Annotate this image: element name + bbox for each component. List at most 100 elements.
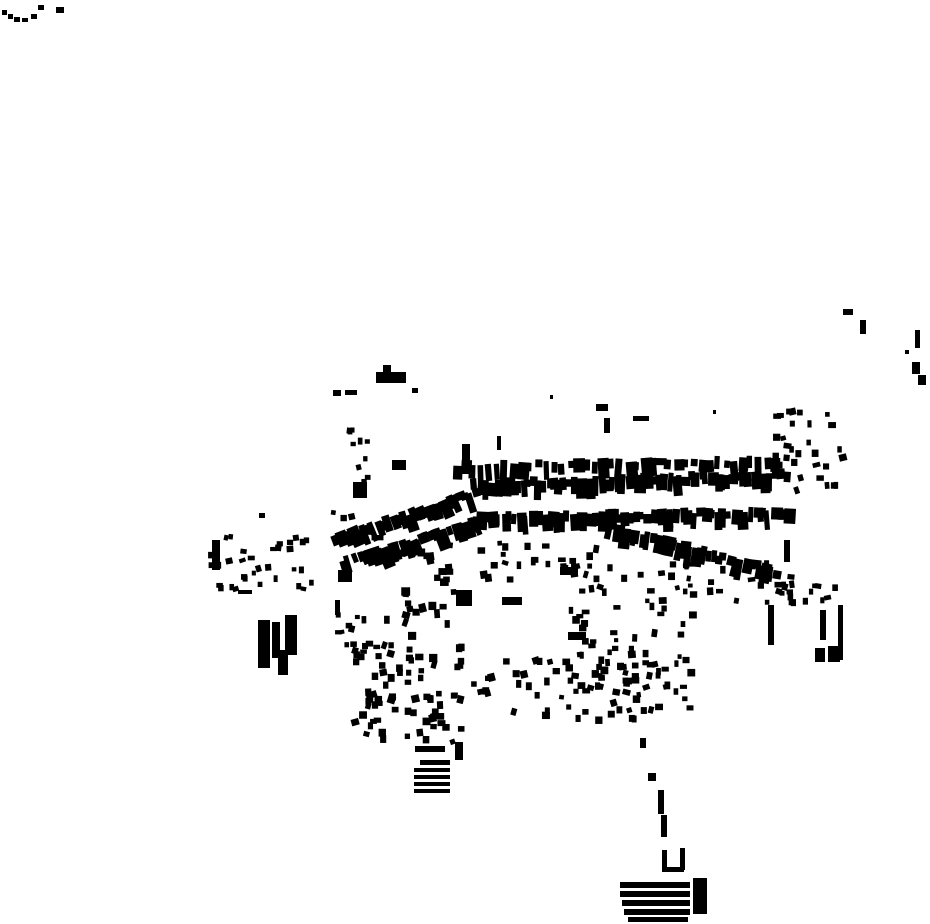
- building: [825, 412, 830, 417]
- building: [270, 546, 277, 552]
- building: [757, 582, 764, 589]
- building: [628, 645, 634, 652]
- building: [484, 573, 493, 583]
- building: [462, 444, 470, 474]
- building: [783, 508, 797, 525]
- building: [823, 594, 832, 601]
- building: [575, 714, 581, 722]
- building: [208, 551, 213, 559]
- building: [539, 480, 547, 493]
- building: [497, 436, 501, 450]
- building: [455, 644, 463, 653]
- building: [621, 574, 628, 582]
- building: [14, 17, 20, 22]
- building: [592, 475, 599, 496]
- building: [376, 534, 384, 541]
- building: [38, 5, 44, 10]
- building: [350, 552, 359, 564]
- building: [664, 867, 684, 872]
- building: [651, 628, 658, 638]
- building: [501, 559, 509, 566]
- building: [286, 545, 294, 553]
- building: [562, 658, 571, 666]
- building: [448, 493, 463, 514]
- building: [464, 492, 478, 514]
- building: [681, 476, 691, 487]
- building: [578, 624, 587, 632]
- building: [789, 446, 794, 453]
- building: [843, 309, 853, 315]
- building: [444, 620, 450, 628]
- building: [354, 533, 362, 538]
- building: [680, 459, 689, 468]
- building: [631, 673, 639, 680]
- building: [22, 18, 28, 22]
- building: [242, 575, 248, 582]
- building: [285, 615, 297, 655]
- building: [371, 672, 379, 680]
- building: [543, 461, 550, 480]
- building: [774, 581, 782, 588]
- building: [375, 653, 382, 660]
- building: [430, 711, 439, 721]
- building: [807, 420, 812, 428]
- building: [505, 511, 512, 521]
- building: [363, 547, 378, 567]
- building: [595, 716, 603, 724]
- building: [756, 507, 764, 523]
- building: [535, 459, 543, 468]
- building: [586, 552, 593, 561]
- building: [373, 644, 381, 650]
- building: [2, 10, 7, 15]
- building: [502, 543, 509, 551]
- building: [350, 441, 356, 447]
- building: [733, 597, 740, 604]
- building: [449, 738, 456, 746]
- building: [444, 563, 453, 571]
- building: [571, 672, 580, 680]
- building: [286, 539, 294, 546]
- building: [371, 535, 378, 541]
- building: [410, 694, 421, 704]
- building: [604, 418, 610, 433]
- building: [497, 540, 503, 546]
- building: [823, 463, 830, 470]
- building: [569, 557, 577, 564]
- building: [558, 694, 565, 700]
- building: [412, 608, 420, 616]
- building: [354, 614, 360, 620]
- building: [361, 616, 367, 624]
- building: [625, 513, 634, 524]
- building: [705, 550, 712, 562]
- building: [229, 583, 235, 591]
- building: [783, 454, 790, 462]
- building: [706, 587, 714, 596]
- building: [812, 461, 821, 469]
- building: [645, 671, 653, 680]
- building: [790, 599, 797, 607]
- building: [786, 589, 794, 595]
- building: [367, 528, 372, 535]
- building: [225, 557, 234, 565]
- building: [832, 584, 838, 591]
- building: [625, 707, 633, 714]
- building: [445, 525, 454, 536]
- building: [622, 900, 690, 906]
- building: [254, 564, 262, 573]
- building: [631, 677, 640, 684]
- building: [380, 735, 387, 743]
- building: [708, 509, 715, 519]
- building: [614, 638, 619, 643]
- building: [806, 439, 811, 446]
- building: [718, 552, 727, 561]
- building: [404, 679, 412, 685]
- building: [545, 560, 551, 568]
- building: [764, 599, 770, 605]
- building: [344, 642, 350, 648]
- building: [528, 510, 539, 527]
- building: [374, 695, 383, 704]
- building: [525, 682, 532, 691]
- building: [407, 631, 417, 640]
- building: [330, 534, 340, 547]
- building: [632, 461, 639, 471]
